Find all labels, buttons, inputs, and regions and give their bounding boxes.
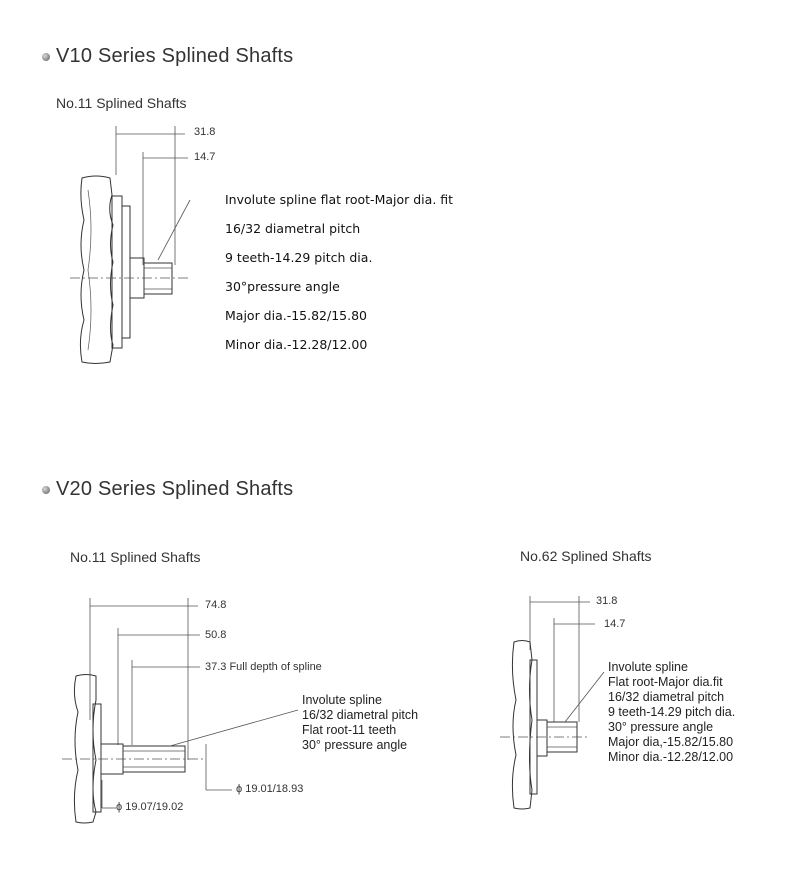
section-bullet-icon [42, 486, 50, 494]
spec-line: 30° pressure angle [608, 720, 714, 734]
spec-line: Flat root-11 teeth [302, 723, 397, 737]
dim-label: 37.3 Full depth of spline [205, 661, 322, 673]
dim-label: ϕ 19.01/18.93 [236, 783, 304, 795]
spec-line: 9 teeth-14.29 pitch dia. [608, 705, 736, 719]
spec-line: Minor dia.-12.28/12.00 [608, 750, 734, 764]
diagram-title-v20-no62: No.62 Splined Shafts [520, 548, 652, 564]
dim-label: 14.7 [194, 151, 216, 163]
section-title-v20: V20 Series Splined Shafts [56, 478, 294, 500]
dim-label: ϕ 19.07/19.02 [116, 801, 184, 813]
spec-line: 30° pressure angle [302, 738, 408, 752]
dim-label: 31.8 [194, 126, 216, 138]
section-bullet-icon [42, 53, 50, 61]
v20-no62-drawing [500, 596, 605, 810]
spec-line: Flat root-Major dia.fit [608, 675, 723, 689]
spec-line: 30°pressure angle [225, 279, 340, 294]
dim-label: 31.8 [596, 595, 618, 607]
spec-line: Major dia,-15.82/15.80 [608, 735, 734, 749]
spec-line: 16/32 diametral pitch [225, 221, 361, 236]
v20-no11-drawing [62, 598, 299, 824]
spec-line: Involute spline [302, 693, 382, 707]
spec-line: 16/32 diametral pitch [608, 690, 725, 704]
section-title-v10: V10 Series Splined Shafts [56, 45, 294, 67]
v10-no11-drawing [70, 126, 191, 364]
dim-label: 74.8 [205, 599, 227, 611]
spec-line: 9 teeth-14.29 pitch dia. [225, 250, 373, 265]
spec-line: Involute spline [608, 660, 688, 674]
dim-label: 50.8 [205, 629, 227, 641]
spec-line: Minor dia.-12.28/12.00 [225, 337, 368, 352]
diagram-title-v10-no11: No.11 Splined Shafts [56, 95, 187, 111]
diagram-title-v20-no11: No.11 Splined Shafts [70, 549, 201, 565]
dim-label: 14.7 [604, 618, 626, 630]
spec-line: Involute spline flat root-Major dia. fit [225, 192, 454, 207]
spec-line: 16/32 diametral pitch [302, 708, 419, 722]
spec-line: Major dia.-15.82/15.80 [225, 308, 368, 323]
